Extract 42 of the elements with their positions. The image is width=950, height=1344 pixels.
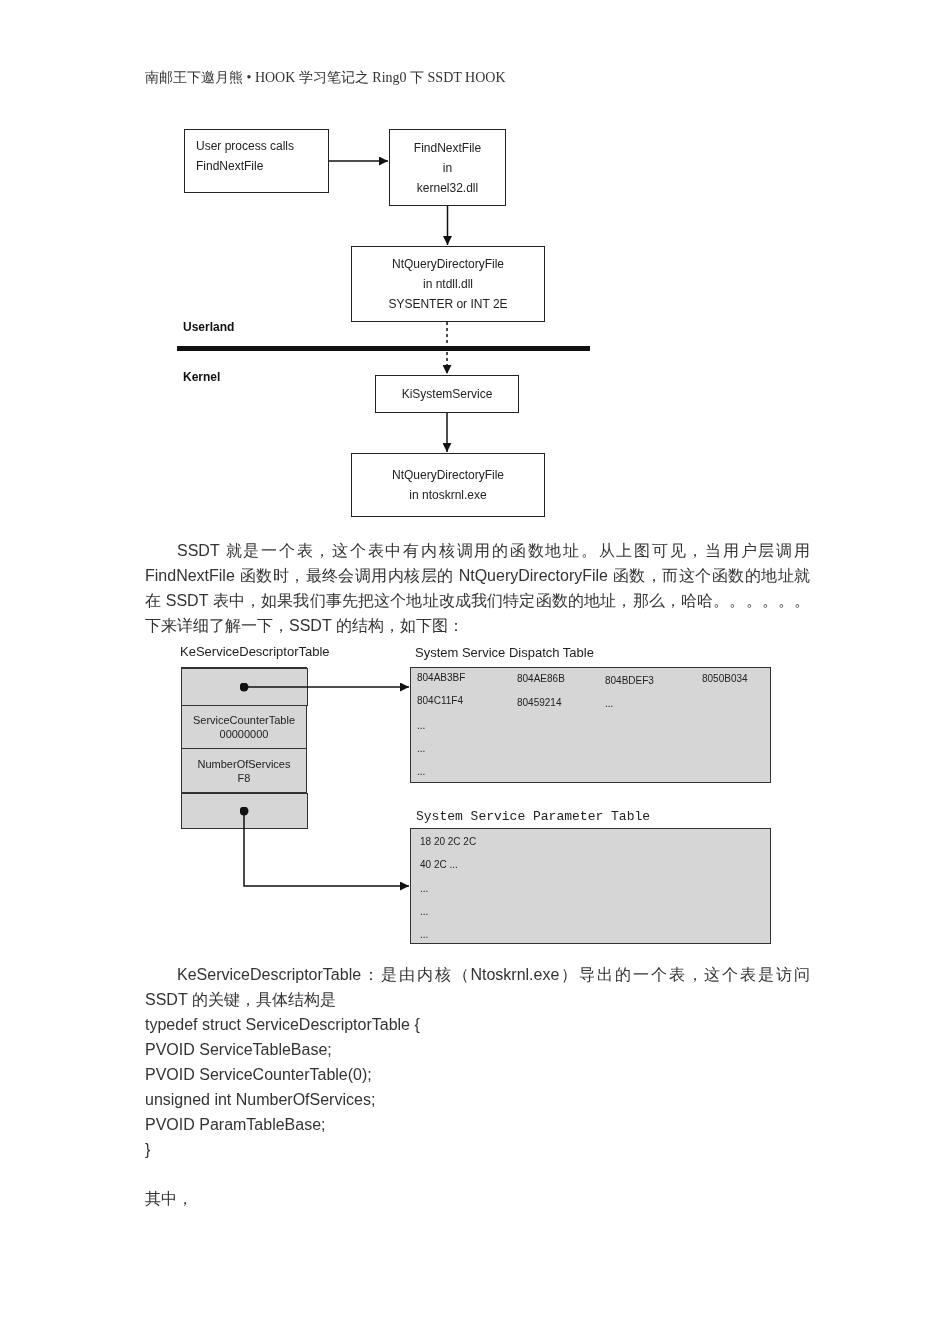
- pointer-cell: [180, 668, 308, 706]
- side-label: Userland: [183, 319, 235, 336]
- table-value: ...: [417, 743, 426, 754]
- table-heading: System Service Parameter Table: [416, 809, 651, 824]
- pointer-cell: [180, 793, 308, 829]
- table-value: ...: [417, 720, 426, 731]
- arrow: [239, 806, 410, 891]
- table-value: 8050B034: [702, 673, 748, 684]
- code-line: PVOID ServiceTableBase;: [145, 1040, 332, 1060]
- table-value: 804C11F4: [417, 695, 463, 706]
- process-box: NtQueryDirectoryFile in ntoskrnl.exe: [351, 453, 545, 517]
- table-value: ...: [605, 698, 614, 709]
- paragraph: 其中，: [145, 1189, 193, 1209]
- table-value: 804AE86B: [517, 673, 565, 684]
- process-box: User process calls FindNextFile: [184, 129, 329, 193]
- arrow: [239, 682, 410, 692]
- code-line: PVOID ParamTableBase;: [145, 1115, 326, 1135]
- paragraph: SSDT 就是一个表，这个表中有内核调用的函数地址。从上图可见，当用户层调用 FindNextFile 函数时，最终会调用内核层的 NtQueryDirectoryFile 函数，而这个函数的地址就在 SSDT 表中，如果我们事先把这个地址改成我们特定函数的地址，那么，哈哈。。。。。。下来详细了解一下，SSDT 的结构，如下图：: [145, 541, 810, 636]
- table-heading: System Service Dispatch Table: [415, 645, 594, 660]
- table-value: 18 20 2C 2C: [420, 836, 477, 847]
- code-line: }: [145, 1140, 151, 1160]
- code-line: unsigned int NumberOfServices;: [145, 1090, 376, 1110]
- arrow: [442, 321, 452, 375]
- process-box: FindNextFile in kernel32.dll: [389, 129, 506, 206]
- arrow: [442, 412, 452, 453]
- table-value: 804AB3BF: [417, 672, 466, 683]
- arrow: [443, 205, 452, 246]
- side-label: Kernel: [183, 369, 221, 386]
- table-value: ...: [417, 766, 426, 777]
- table-value: ...: [420, 883, 429, 894]
- arrow: [328, 156, 389, 166]
- code-line: typedef struct ServiceDescriptorTable {: [145, 1015, 420, 1035]
- table-heading: KeServiceDescriptorTable: [180, 644, 330, 659]
- page-header: 南邮王下邀月熊 • HOOK 学习笔记之 Ring0 下 SSDT HOOK: [145, 69, 506, 87]
- table-value: 80459214: [517, 697, 562, 708]
- table-value: ...: [420, 906, 429, 917]
- process-box: NtQueryDirectoryFile in ntdll.dll SYSENTER or INT 2E: [351, 246, 545, 322]
- table-value: 40 2C ...: [420, 859, 458, 870]
- table-value: ...: [420, 929, 429, 940]
- process-box: KiSystemService: [375, 375, 519, 413]
- code-line: PVOID ServiceCounterTable(0);: [145, 1065, 372, 1085]
- table-value: 804BDEF3: [605, 675, 654, 686]
